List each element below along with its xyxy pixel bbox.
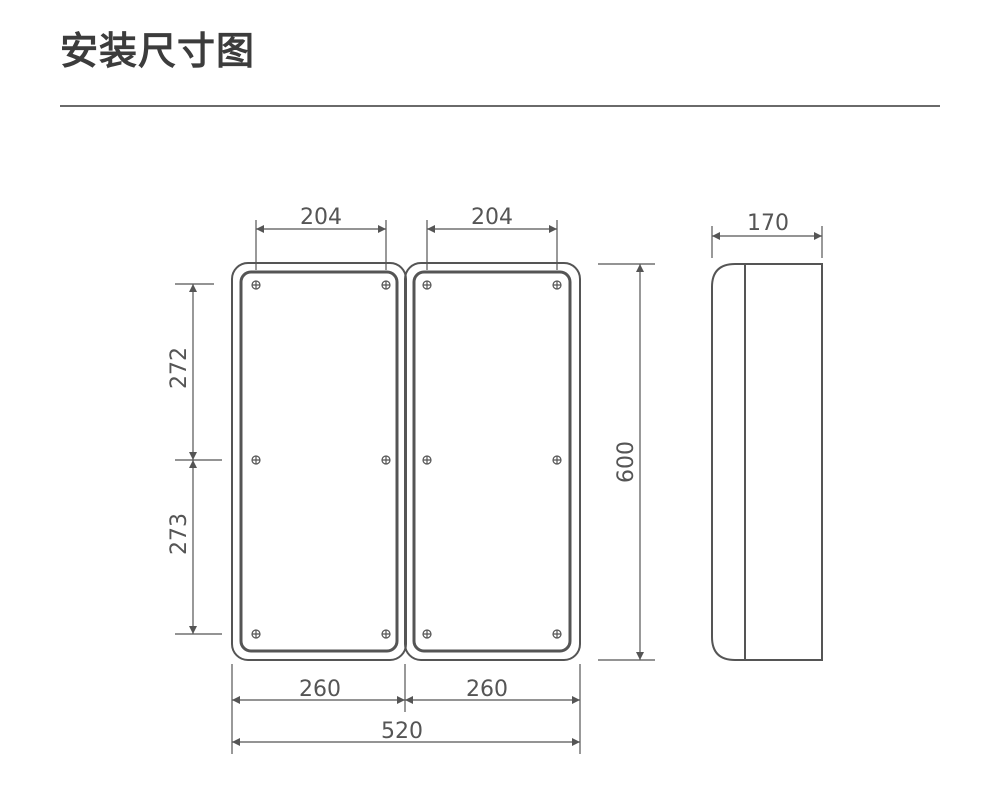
screw-icon	[422, 629, 432, 639]
screw-icon	[552, 629, 562, 639]
label-right-width: 260	[466, 677, 508, 702]
right-enclosure-front-view	[404, 262, 581, 661]
mounting-screws	[251, 280, 562, 639]
page-title: 安装尺寸图	[60, 29, 256, 73]
screw-icon	[552, 455, 562, 465]
label-total-width: 520	[381, 719, 423, 744]
label-side-depth: 170	[747, 211, 789, 236]
title-divider	[60, 105, 940, 107]
dim-upper-vertical-spacing	[175, 283, 222, 461]
label-left-width: 260	[299, 677, 341, 702]
screw-icon	[422, 280, 432, 290]
dim-right-hole-spacing	[426, 220, 558, 270]
dim-side-depth	[711, 226, 823, 258]
screw-icon	[381, 280, 391, 290]
left-enclosure-front-view	[231, 262, 407, 661]
label-total-height: 600	[614, 441, 639, 483]
label-upper-vertical-spacing: 272	[167, 347, 192, 389]
screw-icon	[552, 280, 562, 290]
screw-icon	[381, 629, 391, 639]
enclosure-side-view	[711, 263, 823, 661]
screw-icon	[422, 455, 432, 465]
dim-left-hole-spacing	[255, 220, 387, 270]
screw-icon	[251, 455, 261, 465]
label-left-hole-spacing: 204	[300, 205, 342, 230]
label-right-hole-spacing: 204	[471, 205, 513, 230]
dim-total-height	[598, 263, 655, 661]
dim-lower-vertical-spacing	[175, 460, 222, 635]
screw-icon	[251, 280, 261, 290]
screw-icon	[381, 455, 391, 465]
label-lower-vertical-spacing: 273	[167, 513, 192, 555]
screw-icon	[251, 629, 261, 639]
